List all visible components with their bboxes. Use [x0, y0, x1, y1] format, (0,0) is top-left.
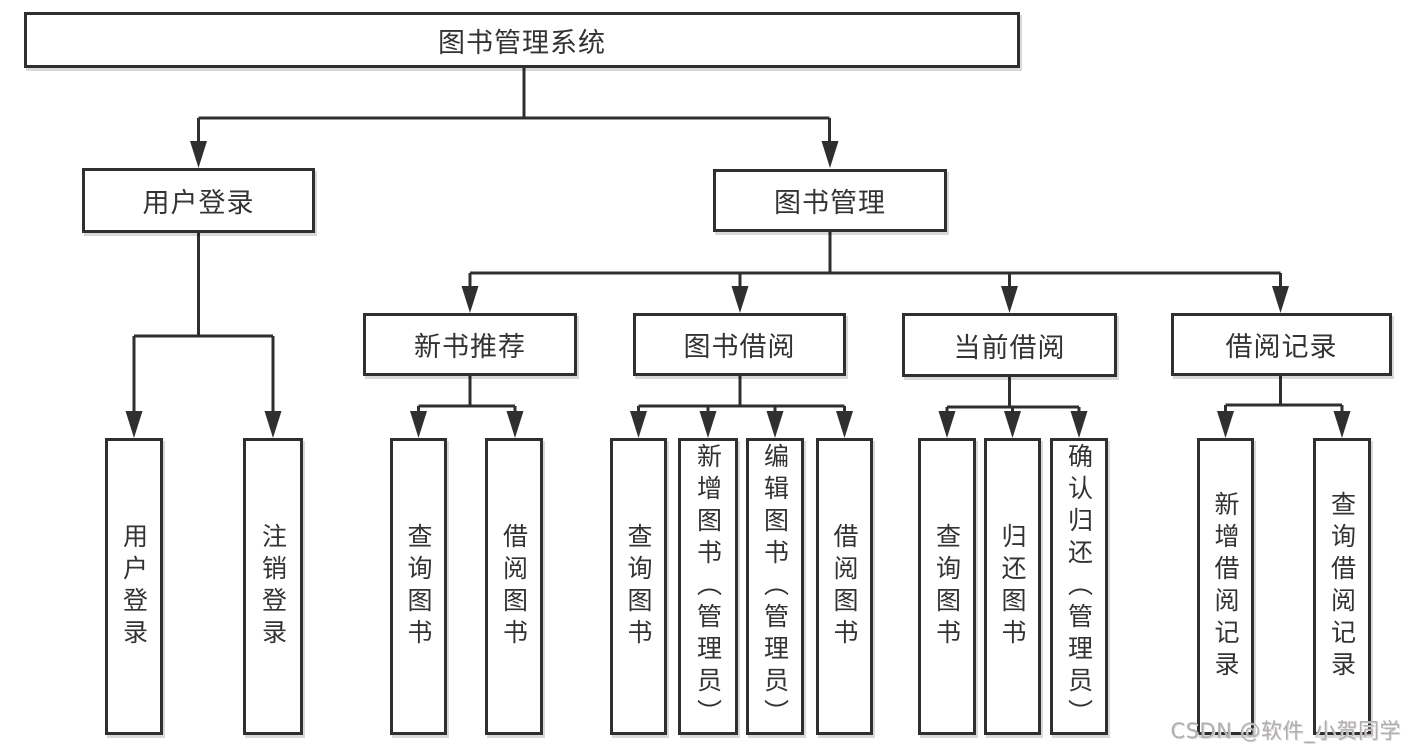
node-label: 借阅图书 — [499, 522, 529, 651]
leaf-query-books-borrow: 查询图书 — [610, 438, 667, 735]
node-label: 新增借阅记录 — [1211, 490, 1240, 683]
node-label: 查询图书 — [404, 522, 433, 651]
leaf-query-borrow-record: 查询借阅记录 — [1313, 438, 1371, 735]
node-label: 查询图书 — [932, 522, 962, 651]
node-book-borrow: 图书借阅 — [633, 313, 846, 376]
leaf-user-login: 用户登录 — [105, 438, 163, 735]
node-label: 当前借阅 — [953, 332, 1066, 364]
node-label: 确认归还（管理员） — [1064, 442, 1094, 731]
node-current-borrow: 当前借阅 — [902, 313, 1117, 377]
node-label: 用户登录 — [119, 522, 149, 651]
node-label: 图书管理系统 — [438, 27, 606, 59]
node-label: 图书管理 — [774, 188, 886, 219]
leaf-add-books-admin: 新增图书（管理员） — [678, 438, 738, 735]
node-label: 归还图书 — [998, 522, 1027, 651]
leaf-borrow-books-recommend: 借阅图书 — [485, 438, 543, 735]
arrowheads — [125, 141, 1351, 438]
watermark: CSDN @软件_小贺同学 — [1170, 719, 1401, 743]
leaf-borrow-books: 借阅图书 — [816, 438, 873, 735]
leaf-add-borrow-record: 新增借阅记录 — [1197, 438, 1254, 735]
node-label: 新书推荐 — [414, 332, 526, 363]
node-borrow-records: 借阅记录 — [1171, 313, 1392, 376]
node-library-management-system: 图书管理系统 — [24, 12, 1020, 68]
node-label: 编辑图书（管理员） — [760, 442, 790, 731]
node-label: 借阅记录 — [1225, 332, 1338, 363]
leaf-edit-books-admin: 编辑图书（管理员） — [746, 438, 804, 735]
leaf-return-books: 归还图书 — [984, 438, 1041, 735]
node-label: 新增图书（管理员） — [693, 442, 723, 731]
node-label: 查询图书 — [624, 522, 653, 651]
leaf-logout: 注销登录 — [243, 438, 303, 735]
leaf-query-books-current: 查询图书 — [918, 438, 976, 735]
node-new-book-recommend: 新书推荐 — [363, 313, 577, 376]
leaf-confirm-return-admin: 确认归还（管理员） — [1050, 438, 1108, 735]
node-label: 注销登录 — [258, 522, 288, 651]
node-label: 用户登录 — [142, 188, 255, 219]
leaf-query-books-recommend: 查询图书 — [390, 438, 447, 735]
node-label: 图书借阅 — [683, 332, 796, 363]
node-label: 查询借阅记录 — [1327, 490, 1357, 683]
node-user-login: 用户登录 — [82, 168, 315, 233]
node-book-management: 图书管理 — [713, 169, 947, 232]
node-label: 借阅图书 — [830, 522, 859, 651]
